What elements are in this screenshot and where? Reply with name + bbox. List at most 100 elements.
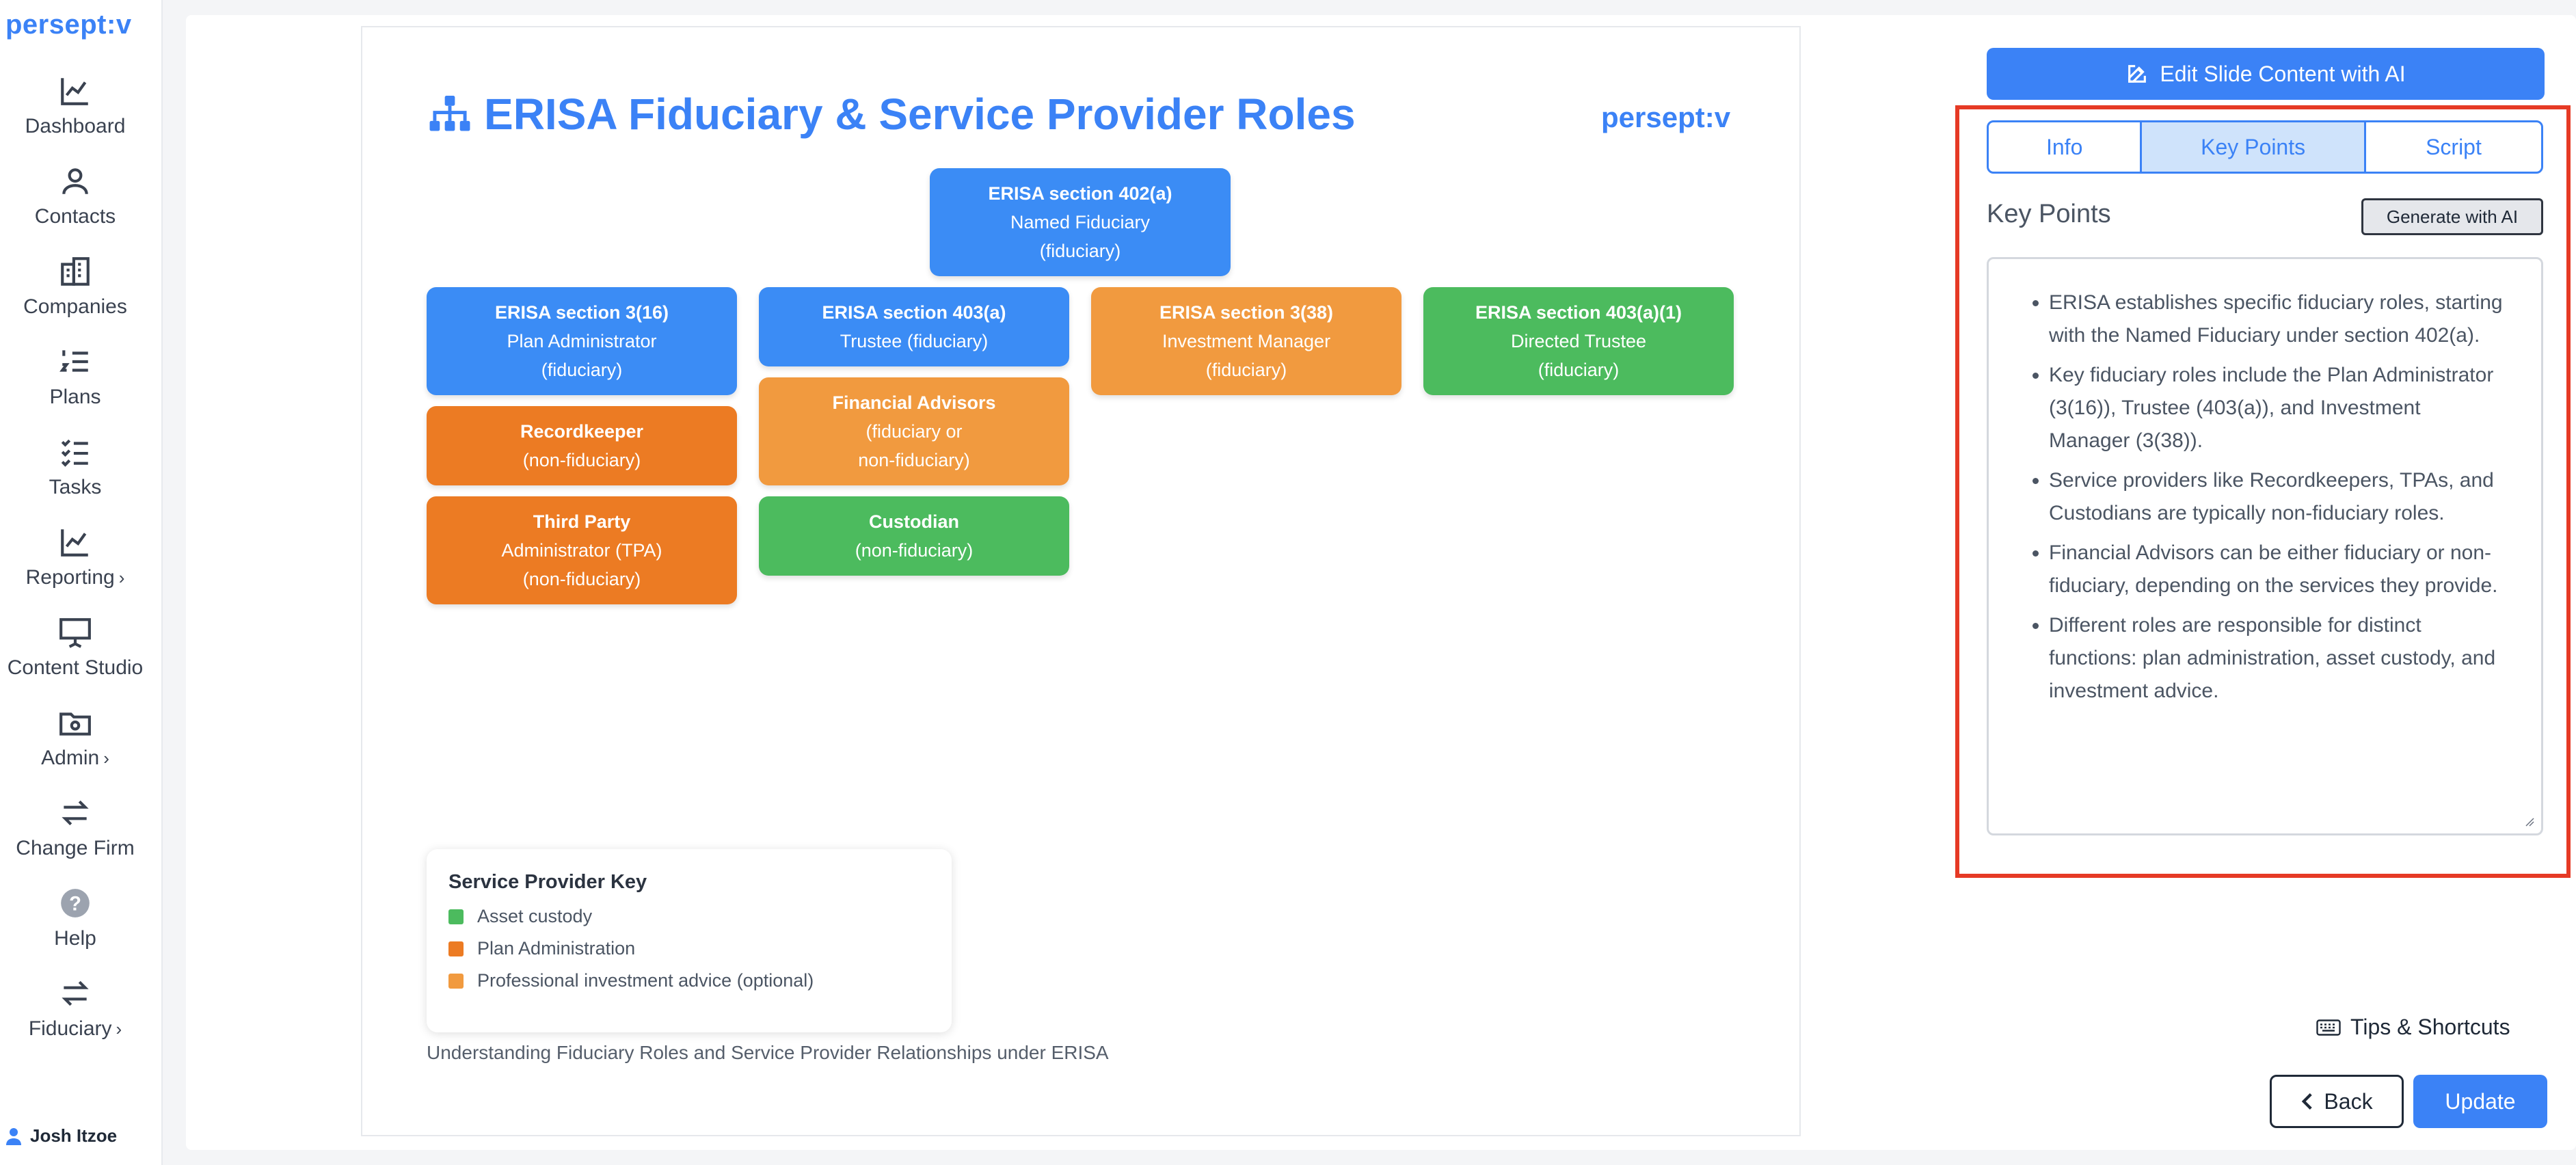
keyboard-icon: [2316, 1019, 2341, 1036]
user-icon: [6, 1127, 21, 1145]
sidebar-item-label: Contacts: [34, 205, 116, 228]
sidebar-item-dashboard[interactable]: Dashboard: [0, 74, 150, 138]
sidebar-item-fiduciary[interactable]: Fiduciary›: [0, 976, 150, 1041]
key-points-heading: Key Points: [1987, 200, 2111, 228]
list-item: Financial Advisors can be either fiducia…: [2049, 537, 2506, 602]
key-points-list: ERISA establishes specific fiduciary rol…: [2032, 286, 2506, 708]
box-line: Investment Manager: [1162, 331, 1331, 351]
box-plan-administrator: ERISA section 3(16) Plan Administrator (…: [427, 287, 737, 395]
sidebar-item-label: Change Firm: [16, 837, 135, 859]
box-line: (fiduciary): [1538, 360, 1620, 380]
box-line: (non-fiduciary): [855, 540, 974, 561]
back-label: Back: [2324, 1088, 2373, 1114]
sidebar-item-tasks[interactable]: Tasks: [0, 435, 150, 499]
key-item-asset-custody: Asset custody: [448, 906, 930, 927]
sidebar-item-label: Reporting: [25, 566, 115, 589]
sidebar-item-help[interactable]: ? Help: [0, 886, 150, 950]
box-title: Recordkeeper: [520, 421, 644, 442]
box-title: ERISA section 403(a): [822, 302, 1006, 323]
folder-gear-icon: [59, 712, 91, 736]
key-title: Service Provider Key: [448, 871, 647, 893]
back-button[interactable]: Back: [2270, 1075, 2404, 1128]
box-line: Administrator (TPA): [501, 540, 662, 561]
slide-title-text: ERISA Fiduciary & Service Provider Roles: [484, 90, 1356, 139]
box-line: (fiduciary): [1039, 241, 1121, 261]
color-swatch: [448, 909, 464, 924]
list-item: ERISA establishes specific fiduciary rol…: [2049, 286, 2506, 352]
box-title: ERISA section 3(38): [1159, 302, 1334, 323]
svg-text:?: ?: [69, 893, 81, 915]
user-name: Josh Itzoe: [30, 1125, 118, 1146]
sidebar-item-contacts[interactable]: Contacts: [0, 164, 150, 228]
swap-icon: [62, 980, 89, 1006]
box-line: (non-fiduciary): [522, 450, 641, 470]
box-line: Plan Administrator: [507, 331, 657, 351]
box-line: (fiduciary or: [866, 421, 963, 442]
tips-shortcuts-button[interactable]: Tips & Shortcuts: [2316, 1015, 2510, 1040]
list-item: Service providers like Recordkeepers, TP…: [2049, 464, 2506, 530]
box-investment-manager: ERISA section 3(38) Investment Manager (…: [1091, 287, 1401, 395]
box-directed-trustee: ERISA section 403(a)(1) Directed Trustee…: [1423, 287, 1734, 395]
slide-logo: persept:v: [1601, 101, 1731, 133]
numbered-list-icon: [59, 350, 88, 372]
panel-tabs: Info Key Points Script: [1987, 120, 2543, 174]
chart-icon: [61, 529, 88, 557]
box-title: ERISA section 403(a)(1): [1475, 302, 1682, 323]
sidebar-item-label: Help: [54, 927, 96, 950]
key-item-investment-advice: Professional investment advice (optional…: [448, 970, 930, 991]
box-line: Trustee (fiduciary): [840, 331, 989, 351]
sidebar-item-label: Admin: [41, 747, 100, 769]
sidebar-item-label: Dashboard: [25, 115, 126, 137]
chevron-right-icon: ›: [116, 1019, 122, 1039]
sidebar-item-label: Content Studio: [7, 656, 144, 679]
sidebar-item-admin[interactable]: Admin›: [0, 706, 150, 770]
box-line: Directed Trustee: [1510, 331, 1647, 351]
list-item: Different roles are responsible for dist…: [2049, 609, 2506, 708]
tab-info[interactable]: Info: [1989, 122, 2143, 172]
building-icon: [61, 257, 90, 286]
app-logo[interactable]: persept:v: [5, 10, 132, 40]
list-item: Key fiduciary roles include the Plan Adm…: [2049, 359, 2506, 457]
checklist-icon: [61, 439, 88, 467]
box-tpa: Third Party Administrator (TPA) (non-fid…: [427, 496, 737, 604]
box-recordkeeper: Recordkeeper (non-fiduciary): [427, 406, 737, 485]
org-chart-icon: [429, 96, 470, 131]
sidebar-item-content-studio[interactable]: Content Studio: [0, 615, 150, 680]
color-swatch: [448, 941, 464, 956]
box-title: Third Party: [533, 511, 631, 532]
tab-key-points[interactable]: Key Points: [2142, 122, 2366, 172]
box-title: Custodian: [869, 511, 959, 532]
highlight-frame: [1955, 105, 2571, 878]
dashboard-chart-icon: [61, 78, 88, 105]
sidebar-item-label: Plans: [49, 386, 101, 408]
tab-script[interactable]: Script: [2426, 134, 2482, 159]
update-button[interactable]: Update: [2413, 1075, 2547, 1128]
sidebar-item-change-firm[interactable]: Change Firm: [0, 796, 150, 860]
user-profile[interactable]: Josh Itzoe: [5, 1125, 117, 1147]
help-icon: ?: [61, 889, 90, 918]
box-financial-advisors: Financial Advisors (fiduciary or non-fid…: [759, 377, 1069, 485]
sidebar-item-label: Tasks: [49, 476, 102, 498]
key-item-label: Asset custody: [477, 906, 593, 926]
box-line: (fiduciary): [541, 360, 623, 380]
key-item-plan-administration: Plan Administration: [448, 938, 930, 959]
generate-with-ai-button[interactable]: Generate with AI: [2361, 198, 2543, 235]
swap-icon: [62, 800, 89, 826]
chevron-right-icon: ›: [103, 748, 109, 768]
color-swatch: [448, 973, 464, 989]
sidebar-item-companies[interactable]: Companies: [0, 254, 150, 319]
person-icon: [62, 168, 88, 194]
sidebar: persept:v Dashboard Contacts Companies P…: [0, 0, 163, 1165]
edit-slide-ai-label: Edit Slide Content with AI: [2160, 61, 2406, 86]
resize-handle-icon[interactable]: [2523, 816, 2534, 827]
sidebar-item-plans[interactable]: Plans: [0, 345, 150, 409]
key-item-label: Plan Administration: [477, 938, 636, 959]
edit-slide-ai-button[interactable]: Edit Slide Content with AI: [1987, 48, 2545, 100]
key-points-textarea[interactable]: ERISA establishes specific fiduciary rol…: [1987, 257, 2543, 835]
box-title: Financial Advisors: [832, 392, 996, 413]
box-title: ERISA section 3(16): [494, 302, 669, 323]
sidebar-item-reporting[interactable]: Reporting›: [0, 525, 150, 589]
sidebar-item-label: Companies: [23, 295, 127, 318]
box-custodian: Custodian (non-fiduciary): [759, 496, 1069, 576]
box-title: ERISA section 402(a): [988, 183, 1172, 204]
